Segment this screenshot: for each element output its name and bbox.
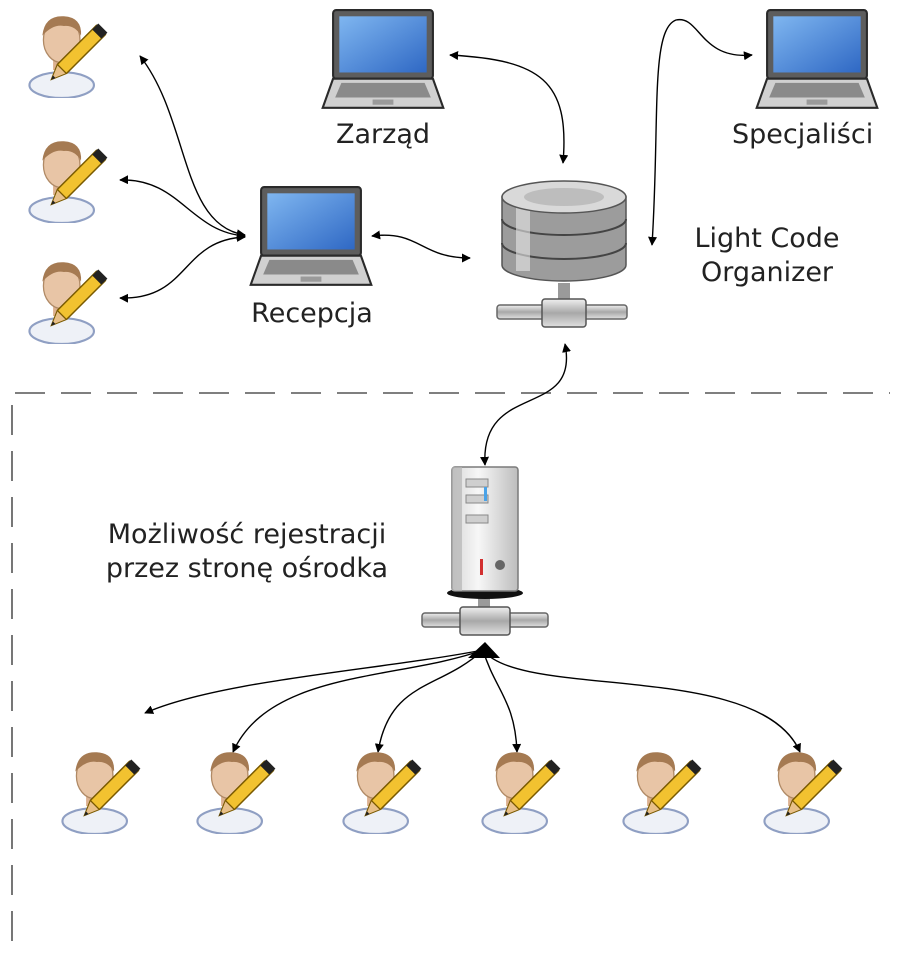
arrow-web-user6 [482,649,801,753]
system-name-label: Light Code Organizer [672,222,862,290]
arrow-web-user1 [144,649,484,714]
web-user-2-icon [196,751,277,834]
reception-user-1-icon [28,15,109,98]
web-registration-line-1: Możliwość rejestracji [107,519,387,550]
management-label: Zarząd [336,119,430,150]
reception-laptop-icon [249,185,373,286]
web-user-3-icon [342,751,423,834]
web-user-6-icon [763,751,844,834]
system-name-line-2: Organizer [700,256,834,288]
web-registration-label: Możliwość rejestracji przez stronę ośrod… [62,518,432,586]
specialists-laptop-icon [755,8,879,109]
reception-label: Recepcja [251,298,373,329]
database-server-icon [496,180,628,328]
arrow-database-webserver [480,343,571,466]
reception-user-3-icon [28,261,109,344]
system-name-line-1: Light Code [694,223,840,254]
arrow-reception-user1 [139,55,246,239]
arrow-web-user4 [482,649,522,753]
web-registration-line-2: przez stronę ośrodka [105,552,389,584]
arrow-web-user3 [374,649,484,753]
arrow-specialists-database [648,19,753,246]
specialists-label: Specjaliści [732,119,874,150]
web-user-1-icon [61,751,142,834]
arrow-reception-database [371,230,471,263]
reception-user-2-icon [28,140,109,223]
web-user-5-icon [622,751,703,834]
web-user-4-icon [481,751,562,834]
management-laptop-icon [321,8,445,109]
arrow-management-database [449,50,569,164]
arrow-reception-user3 [119,232,246,303]
arrow-hub [468,642,500,658]
web-server-icon [421,466,549,636]
arrow-reception-user2 [119,175,246,240]
arrow-web-user2 [232,649,484,753]
